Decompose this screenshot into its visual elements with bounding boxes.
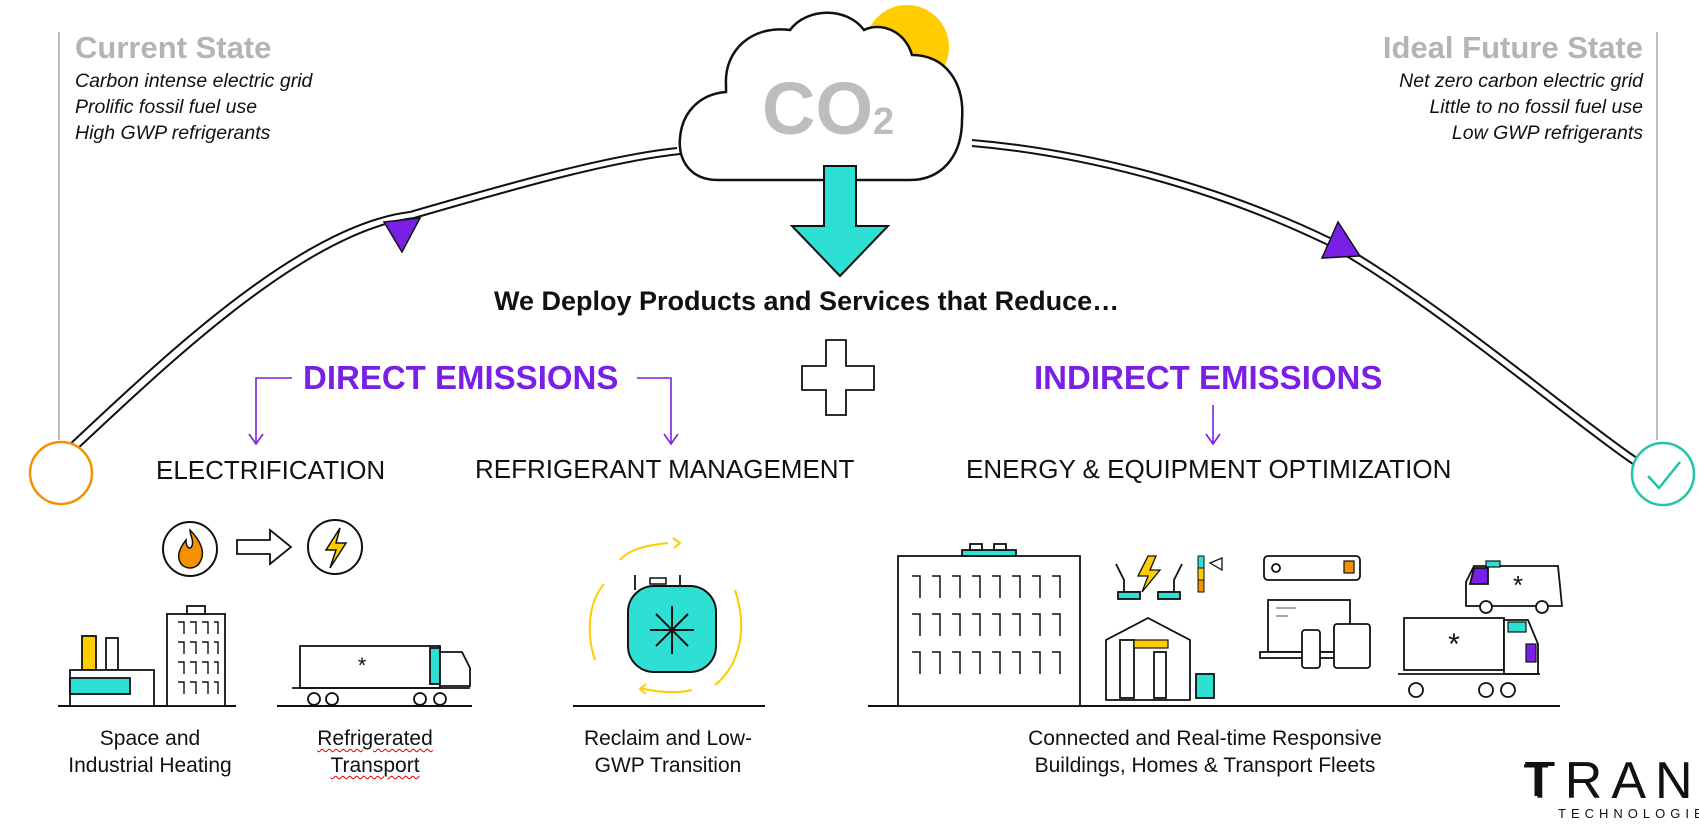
check-icon (1630, 441, 1696, 507)
caption-line: Reclaim and Low- (583, 727, 753, 750)
devices-icon (1259, 555, 1371, 669)
caption-line: Refrigerated (317, 727, 433, 750)
caption-transport: Refrigerated Transport (285, 725, 465, 779)
refrigerant-tank-icon (588, 537, 743, 695)
category-refrigerant-management: REFRIGERANT MANAGEMENT (475, 454, 855, 484)
house-icon (1105, 555, 1223, 701)
future-state: Ideal Future State Net zero carbon elect… (1383, 30, 1643, 146)
van-icon: * * (1398, 560, 1563, 698)
right-arrow-icon (236, 528, 293, 566)
arc-right (971, 139, 1638, 465)
indirect-emissions-arrow (1205, 405, 1221, 446)
current-state-lines: Carbon intense electric grid Prolific fo… (75, 68, 312, 146)
caption-line: Buildings, Homes & Transport Fleets (1034, 754, 1376, 777)
caption-line: Connected and Real-time Responsive (1028, 727, 1382, 750)
future-state-line: Low GWP refrigerants (1451, 122, 1643, 144)
future-state-lines: Net zero carbon electric grid Little to … (1383, 68, 1643, 146)
plus-icon (801, 339, 875, 416)
caption-line: Space and (99, 727, 201, 750)
current-state: Current State Carbon intense electric gr… (75, 30, 312, 146)
future-state-title: Ideal Future State (1382, 30, 1643, 65)
co2-subscript: 2 (873, 101, 895, 143)
truck-icon: * (292, 645, 471, 706)
headline: We Deploy Products and Services that Red… (494, 286, 1120, 316)
current-state-line: High GWP refrigerants (75, 122, 271, 144)
caption-line: GWP Transition (594, 754, 742, 777)
indirect-emissions-title: INDIRECT EMISSIONS (1034, 359, 1383, 396)
down-arrow-icon (789, 165, 891, 278)
category-energy-optimization: ENERGY & EQUIPMENT OPTIMIZATION (966, 454, 1452, 484)
lightning-icon (307, 519, 363, 575)
caption-heating: Space and Industrial Heating (50, 725, 250, 779)
flame-icon (162, 521, 218, 577)
co2-label: CO2 (762, 66, 894, 151)
co2-main: CO (762, 67, 873, 150)
arc-left (67, 147, 681, 453)
trane-logo: TRANE TECHNOLOGIES (1524, 752, 1699, 821)
caption-line: Transport (330, 754, 420, 777)
office-building-icon (897, 543, 1081, 707)
svg-text:*: * (1513, 570, 1523, 600)
svg-text:*: * (1448, 628, 1460, 661)
logo-word: TRANE (1524, 752, 1699, 810)
direct-emissions-bracket (248, 377, 679, 446)
direct-emissions-title: DIRECT EMISSIONS (303, 359, 619, 396)
left-arc-triangle-icon (382, 217, 422, 254)
category-electrification: ELECTRIFICATION (156, 455, 386, 485)
factory-icon (69, 605, 226, 707)
logo-subtitle: TECHNOLOGIES (1558, 806, 1699, 821)
start-circle-icon (28, 440, 94, 506)
current-state-line: Carbon intense electric grid (75, 70, 313, 92)
current-state-title: Current State (75, 30, 272, 65)
future-state-line: Net zero carbon electric grid (1399, 70, 1643, 92)
current-state-line: Prolific fossil fuel use (75, 96, 258, 118)
trane-logo-mark (1524, 764, 1548, 796)
caption-reclaim: Reclaim and Low- GWP Transition (558, 725, 778, 779)
future-state-line: Little to no fossil fuel use (1429, 96, 1643, 118)
right-arc-triangle-icon (1320, 220, 1362, 259)
caption-line: Industrial Heating (68, 754, 232, 777)
cloud-icon (678, 11, 964, 182)
caption-connected: Connected and Real-time Responsive Build… (980, 725, 1430, 779)
svg-text:*: * (358, 653, 367, 678)
